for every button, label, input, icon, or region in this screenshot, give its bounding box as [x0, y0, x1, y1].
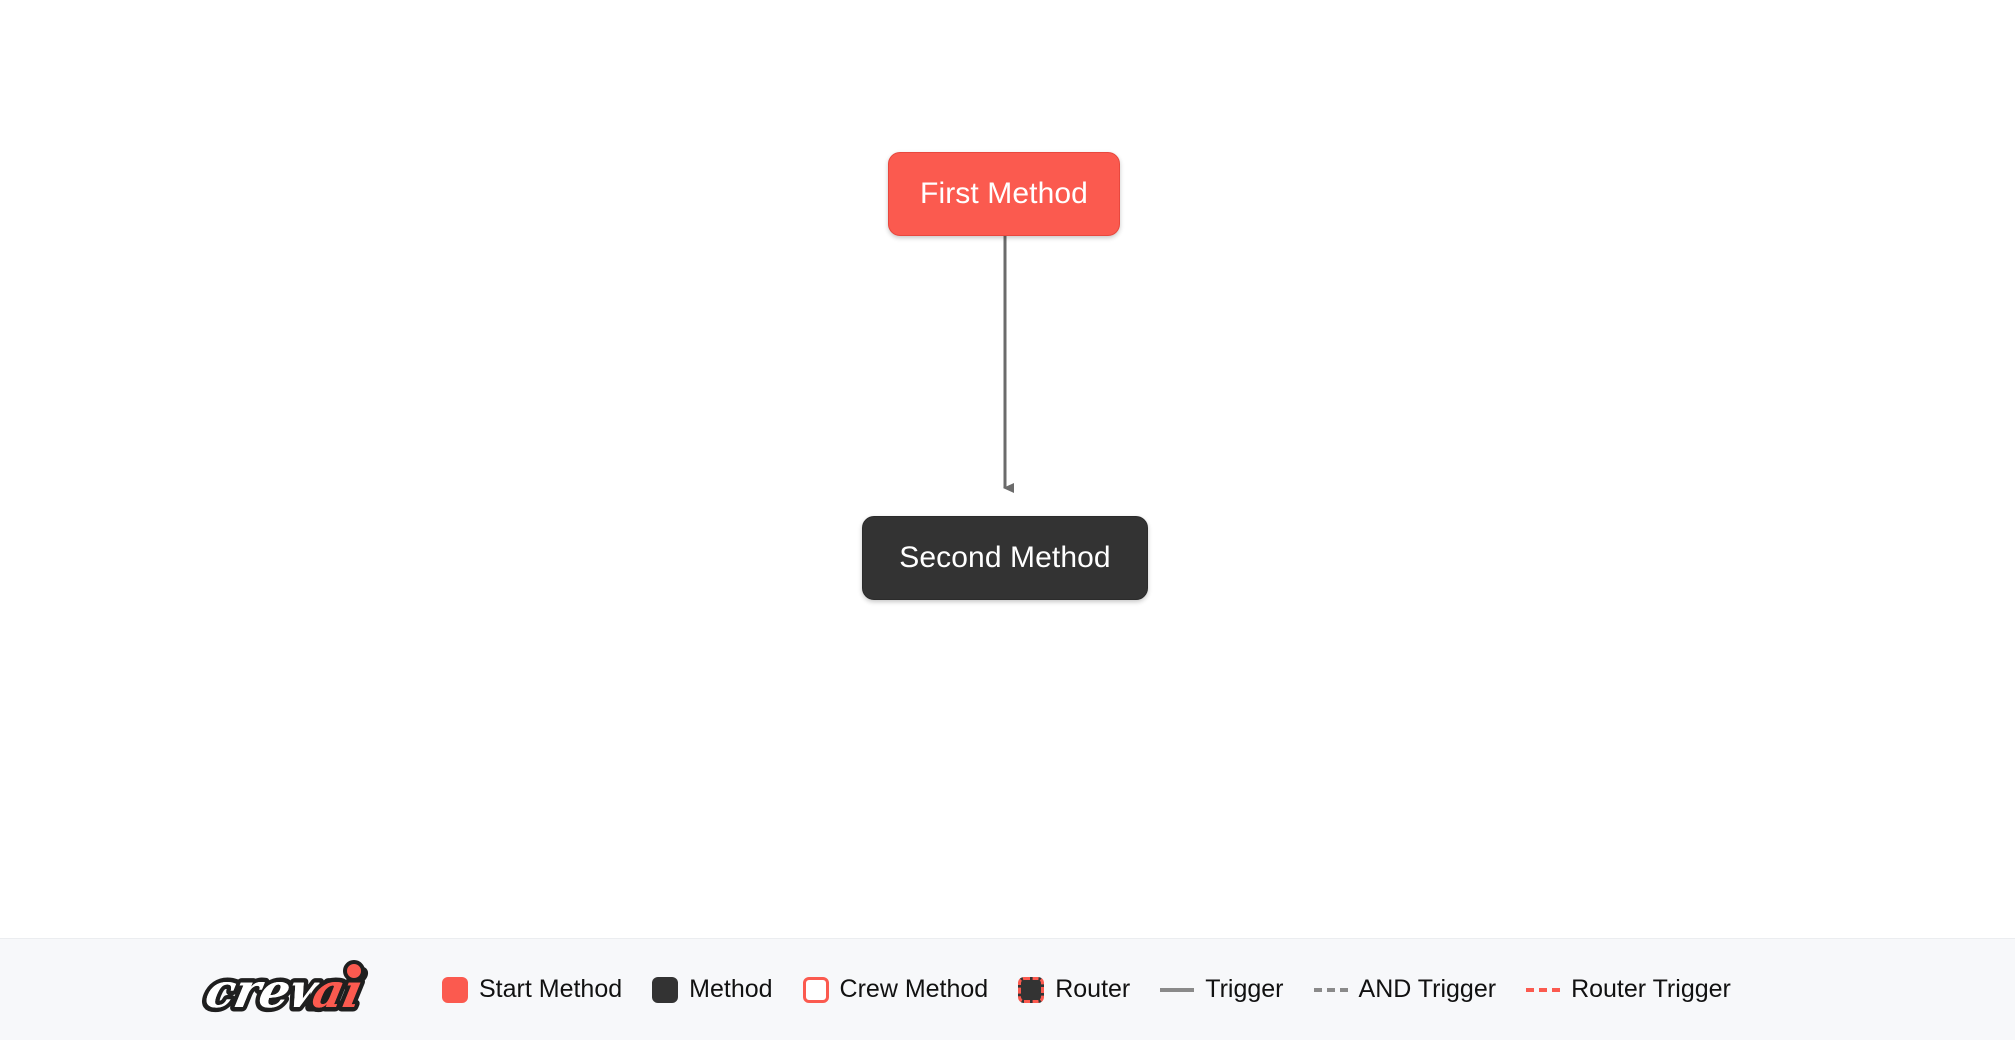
- legend-item-router: Router: [1018, 975, 1131, 1003]
- flow-node-label: First Method: [920, 177, 1088, 210]
- legend-item-label: Method: [689, 975, 773, 1003]
- legend-item-trigger: Trigger: [1160, 975, 1284, 1003]
- method-swatch-icon: [652, 976, 679, 1003]
- legend-item-label: AND Trigger: [1358, 975, 1497, 1003]
- crewai-logo: crew crew ai ai: [196, 958, 372, 1022]
- legend-item-label: Crew Method: [839, 975, 989, 1003]
- legend-items: Start Method Method Crew Method Router T…: [442, 975, 1731, 1003]
- legend-item-crew-method: Crew Method: [802, 975, 989, 1003]
- flow-node-first-method[interactable]: First Method: [888, 152, 1120, 236]
- legend-item-label: Router Trigger: [1571, 975, 1731, 1003]
- legend-item-router-trigger: Router Trigger: [1526, 977, 1731, 1002]
- legend-item-method: Method: [652, 975, 773, 1003]
- legend-item-start-method: Start Method: [442, 975, 623, 1003]
- router-swatch-icon: [1018, 976, 1045, 1003]
- legend-item-label: Router: [1055, 975, 1131, 1003]
- legend-item-and-trigger: AND Trigger: [1313, 975, 1497, 1003]
- edge-layer: [1003, 236, 1014, 493]
- trigger-line-icon: [1160, 987, 1195, 992]
- legend-item-label: Start Method: [479, 975, 623, 1003]
- start-method-swatch-icon: [442, 976, 468, 1003]
- svg-text:crew: crew: [201, 963, 339, 1018]
- flow-canvas[interactable]: First Method Second Method: [0, 0, 2015, 938]
- legend-bar: crew crew ai ai Start Method Method Crew…: [0, 938, 2015, 1040]
- flow-node-second-method[interactable]: Second Method: [862, 516, 1148, 600]
- crew-method-swatch-icon: [802, 976, 829, 1003]
- legend-item-label: Trigger: [1205, 975, 1284, 1003]
- router-trigger-line-icon: [1526, 987, 1561, 992]
- svg-text:crew: crew: [201, 963, 339, 1018]
- flow-node-label: Second Method: [899, 541, 1111, 574]
- and-trigger-line-icon: [1313, 987, 1348, 992]
